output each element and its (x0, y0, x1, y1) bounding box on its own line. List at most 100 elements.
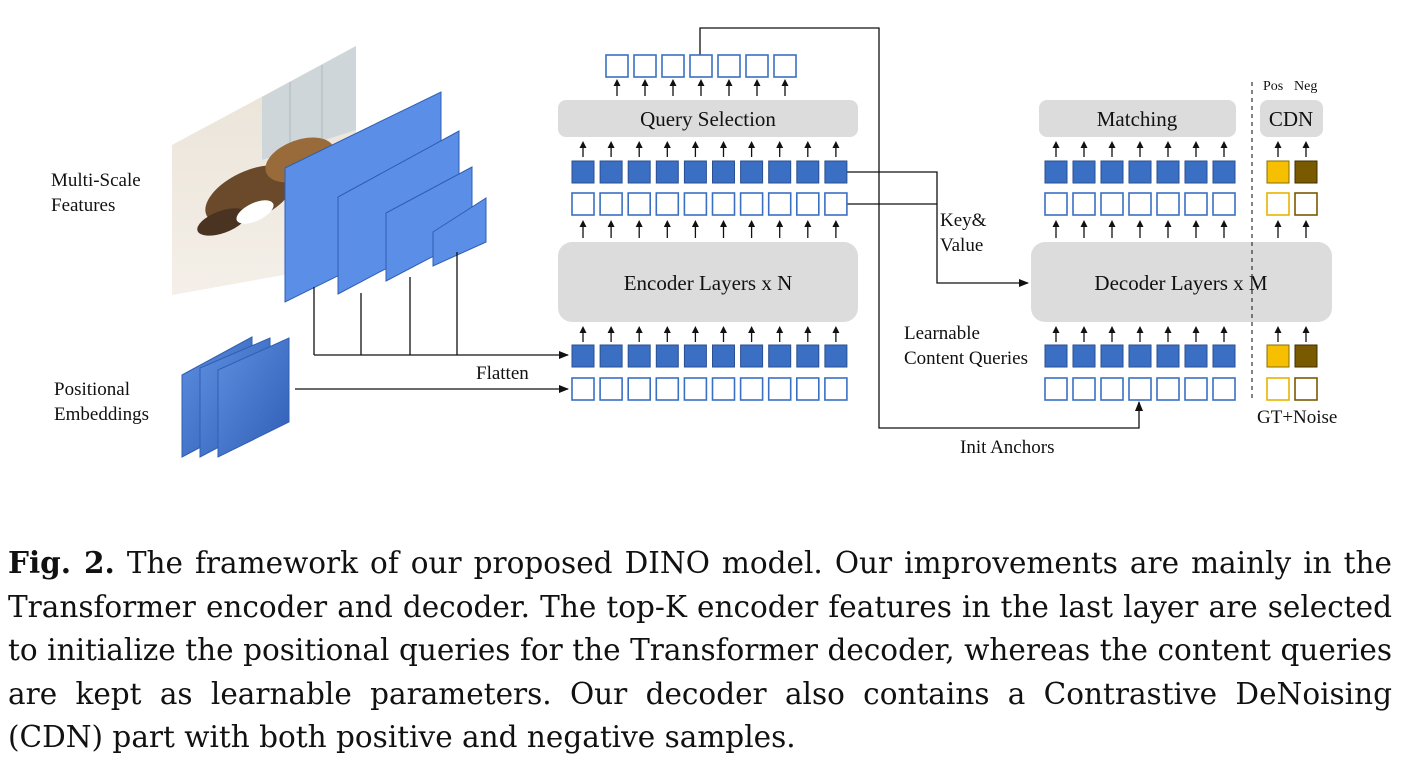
small-arrowhead (804, 326, 812, 333)
small-arrowhead (607, 220, 615, 227)
encoder-output-pos-token (627, 192, 652, 216)
small-arrowhead (1136, 220, 1144, 227)
small-arrowhead (753, 79, 761, 86)
encoder-block (558, 242, 858, 322)
matching-block (1039, 100, 1236, 137)
encoder-output-token (796, 160, 820, 184)
small-arrowhead (607, 141, 615, 148)
decoder-output-pos-token (1100, 192, 1124, 216)
selected-query-token (661, 54, 685, 78)
small-arrowhead (748, 141, 756, 148)
encoder-output-token (683, 160, 707, 184)
small-arrowhead (1302, 326, 1310, 333)
encoder-output-token (655, 160, 679, 184)
encoder-input-pos-token (711, 377, 736, 401)
key-value-label: Key& (940, 210, 987, 231)
small-arrowhead (1220, 220, 1228, 227)
learnable-content-query (1156, 344, 1180, 368)
selected-query-token (745, 54, 769, 78)
decoder-output-pos-token (1184, 192, 1208, 216)
cdn-pos-output (1266, 160, 1290, 184)
encoder-output-pos-token (824, 192, 848, 216)
small-arrowhead (1136, 326, 1144, 333)
encoder-output-pos-token (767, 192, 792, 216)
learnable-content-query (1072, 344, 1096, 368)
cdn-neg-output (1294, 160, 1318, 184)
init-anchor-token (1100, 377, 1124, 401)
small-arrowhead (781, 79, 789, 86)
small-arrowhead (1164, 220, 1172, 227)
cdn-pos-anchor (1266, 377, 1290, 401)
encoder-input-token (599, 344, 623, 368)
cdn-neg-content (1294, 344, 1318, 368)
decoder-output-token (1044, 160, 1068, 184)
encoder-output-token (824, 160, 848, 184)
encoder-output-pos-token (655, 192, 680, 216)
decoder-label: Decoder Layers x M (1094, 271, 1268, 295)
gt-noise-label: GT+Noise (1257, 407, 1337, 428)
encoder-input-pos-token (767, 377, 792, 401)
small-arrowhead (1164, 141, 1172, 148)
small-arrowhead (1274, 141, 1282, 148)
small-arrowhead (635, 326, 643, 333)
query-selection-label: Query Selection (640, 107, 776, 131)
small-arrowhead (776, 141, 784, 148)
small-arrowhead (663, 141, 671, 148)
small-arrowhead (748, 220, 756, 227)
flatten-connectors (313, 252, 569, 359)
small-arrowhead (832, 141, 840, 148)
small-arrowhead (1080, 326, 1088, 333)
init-anchor-token (1212, 377, 1236, 401)
small-arrowhead (1108, 141, 1116, 148)
small-arrowhead (720, 220, 727, 227)
encoder-input-token (627, 344, 651, 368)
small-arrowhead (579, 326, 587, 333)
encoder-input-pos-token (599, 377, 623, 401)
key-value-label-2: Value (940, 235, 983, 256)
encoder-input-token (796, 344, 820, 368)
small-arrowhead (1136, 141, 1144, 148)
init-anchors-label: Init Anchors (960, 437, 1054, 458)
encoder-output-pos-token (571, 192, 595, 216)
decoder-output-pos-token (1212, 192, 1236, 216)
small-arrowhead (663, 326, 671, 333)
encoder-input-pos-token (655, 377, 680, 401)
multi-scale-feature-maps (284, 91, 487, 303)
selected-query-token (717, 54, 741, 78)
connectors (699, 27, 1143, 429)
cdn-label: CDN (1269, 107, 1313, 131)
neg-label: Neg (1294, 79, 1317, 94)
encoder-input-pos-token (683, 377, 708, 401)
small-arrowhead (697, 79, 705, 86)
cdn-neg-output-anchor (1294, 192, 1318, 216)
small-arrowhead (1164, 326, 1172, 333)
positional-label-2: Embeddings (54, 404, 149, 425)
encoder-input-pos-token (739, 377, 764, 401)
learnable-content-query (1044, 344, 1068, 368)
small-arrowhead (832, 220, 840, 227)
learnable-label: Learnable (904, 323, 980, 344)
small-arrowhead (579, 220, 587, 227)
learnable-content-query (1100, 344, 1124, 368)
cdn-pos-output-anchor (1266, 192, 1290, 216)
multi-scale-label-2: Features (51, 195, 115, 216)
figure-caption: Fig. 2. The framework of our proposed DI… (8, 541, 1392, 760)
selected-query-token (633, 54, 657, 78)
decoder-output-token (1100, 160, 1124, 184)
init-anchor-token (1072, 377, 1096, 401)
small-arrowhead (1052, 220, 1060, 227)
decoder-output-token (1072, 160, 1096, 184)
small-arrowhead (832, 326, 840, 333)
encoder-output-pos-token (795, 192, 820, 216)
small-arrowhead (720, 326, 727, 333)
small-arrowhead (635, 141, 643, 148)
matching-label: Matching (1097, 107, 1178, 131)
encoder-output-token (740, 160, 764, 184)
small-arrowhead (691, 220, 699, 227)
small-arrowhead (635, 220, 643, 227)
decoder-output-token (1212, 160, 1236, 184)
caption-label: Fig. 2. (8, 545, 115, 580)
encoder-output-token (768, 160, 792, 184)
learnable-content-query (1128, 344, 1152, 368)
small-arrowhead (663, 220, 671, 227)
